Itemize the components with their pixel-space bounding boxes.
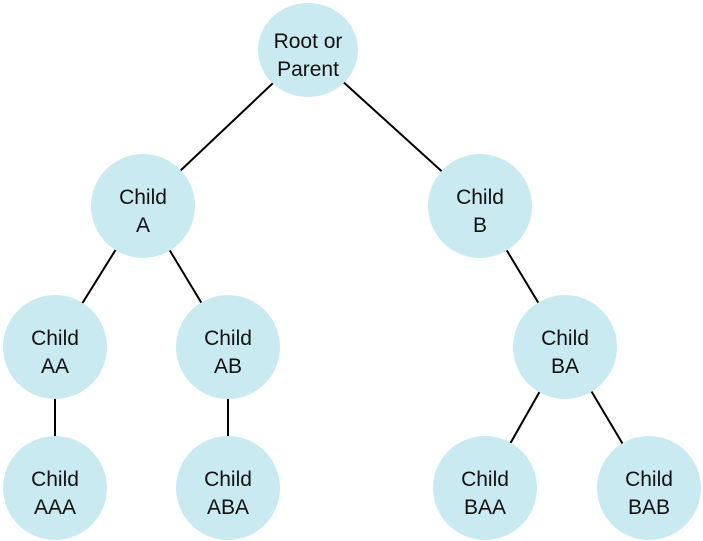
node-circle — [597, 436, 701, 540]
node-circle — [176, 295, 280, 399]
node-circle — [3, 295, 107, 399]
node-circle — [3, 436, 107, 540]
node-circle — [258, 3, 358, 97]
node-circle — [176, 436, 280, 540]
node-circle — [428, 154, 532, 258]
node-circle — [433, 436, 537, 540]
node-circle — [513, 295, 617, 399]
node-circle — [91, 154, 195, 258]
